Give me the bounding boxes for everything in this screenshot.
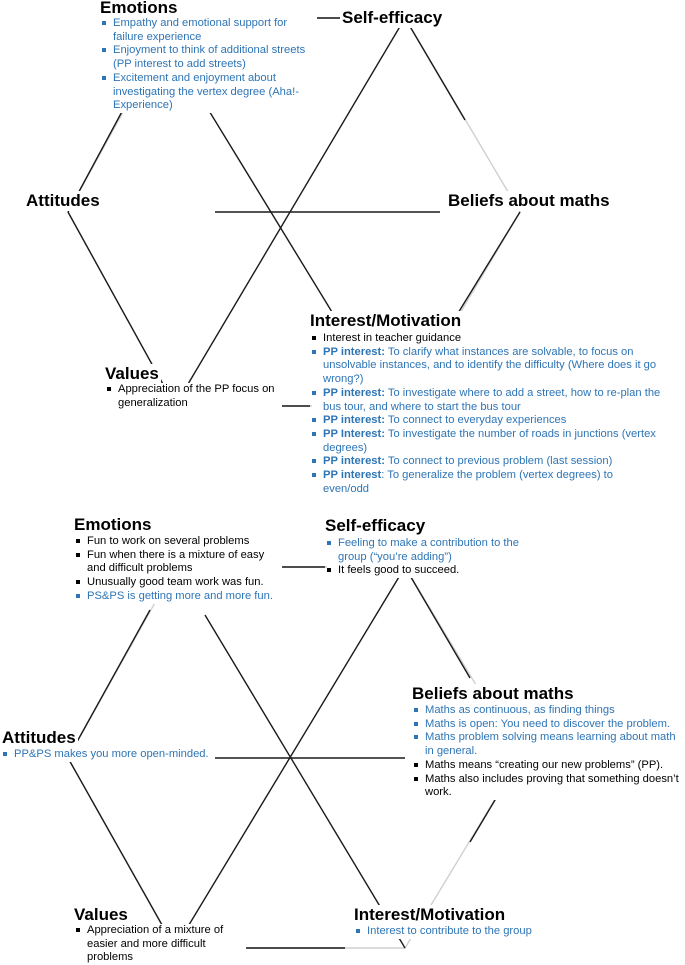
bottom-beliefs-item: Maths also includes proving that somethi… xyxy=(414,773,684,800)
pp-interest-label: PP interest: xyxy=(323,414,385,427)
pp-interest-label: PP interest: xyxy=(323,455,385,468)
pp-interest-label: PP Interest: xyxy=(323,427,385,440)
bottom-self-efficacy-list: Feeling to make a contribution to the gr… xyxy=(327,537,527,579)
top-values-item: Appreciation of the PP focus on generali… xyxy=(107,383,282,410)
top-beliefs-title: Beliefs about maths xyxy=(446,191,612,211)
top-emotions-list: Empathy and emotional support for failur… xyxy=(102,17,317,113)
pp-interest-label: PP interest: xyxy=(323,386,385,399)
bottom-values-list: Appreciation of a mixture of easier and … xyxy=(76,924,246,965)
bottom-emotions-item: Unusually good team work was fun. xyxy=(76,576,282,590)
bottom-self-efficacy-title: Self-efficacy xyxy=(323,516,428,536)
top-emotions-item: Excitement and enjoyment about investiga… xyxy=(102,72,317,113)
top-interest-item: PP interest: To generalize the problem (… xyxy=(312,469,662,496)
pp-interest-label: PP interest xyxy=(323,469,382,482)
bottom-interest-title: Interest/Motivation xyxy=(352,905,508,925)
pp-interest-label: PP interest: xyxy=(323,345,385,358)
top-values-title: Values xyxy=(103,364,161,384)
top-interest-title: Interest/Motivation xyxy=(308,311,464,331)
bottom-left-lower-edge xyxy=(67,757,176,949)
top-values-list: Appreciation of the PP focus on generali… xyxy=(107,383,282,411)
bottom-top-right-edge xyxy=(404,566,471,679)
bottom-beliefs-title: Beliefs about maths xyxy=(410,684,576,704)
bottom-values-item: Appreciation of a mixture of easier and … xyxy=(76,924,246,965)
top-right-edge xyxy=(404,17,466,121)
pp-interest-text: To connect to everyday experiences xyxy=(384,414,567,427)
top-emotions-item: Enjoyment to think of additional streets… xyxy=(102,44,317,71)
top-interest-list: Interest in teacher guidance PP interest… xyxy=(312,332,662,497)
right-lower-edge xyxy=(454,211,521,319)
bottom-attitudes-list: PP&PS makes you more open-minded. xyxy=(3,748,213,762)
top-interest-item: PP interest: To clarify what instances a… xyxy=(312,346,662,387)
top-interest-item: PP interest: To connect to everyday expe… xyxy=(312,414,662,428)
bottom-beliefs-item: Maths is open: You need to discover the … xyxy=(414,718,684,732)
bottom-emotions-title: Emotions xyxy=(72,515,154,535)
top-interest-item: PP Interest: To investigate the number o… xyxy=(312,428,662,455)
top-interest-item: PP interest: To connect to previous prob… xyxy=(312,455,662,469)
pp-interest-text: To investigate the number of roads in ju… xyxy=(323,427,656,454)
top-interest-item: PP interest: To investigate where to add… xyxy=(312,387,662,414)
bottom-beliefs-item: Maths problem solving means learning abo… xyxy=(414,731,684,758)
top-emotions-item: Empathy and emotional support for failur… xyxy=(102,17,317,44)
pp-interest-text: : To generalize the problem (vertex degr… xyxy=(323,469,613,495)
bottom-attitudes-item: PP&PS makes you more open-minded. xyxy=(3,748,213,762)
pp-interest-text: To clarify what instances are solvable, … xyxy=(323,345,657,386)
bottom-emotions-item: PS&PS is getting more and more fun. xyxy=(76,590,282,604)
bottom-beliefs-item: Maths means “creating our new problems” … xyxy=(414,759,684,773)
bottom-self-efficacy-item: It feels good to succeed. xyxy=(327,564,527,578)
bottom-values-title: Values xyxy=(72,905,130,925)
bottom-emotions-item: Fun when there is a mixture of easy and … xyxy=(76,549,282,576)
bottom-beliefs-item: Maths as continuous, as finding things xyxy=(414,704,684,718)
bottom-self-efficacy-item: Feeling to make a contribution to the gr… xyxy=(327,537,527,564)
top-emotions-title: Emotions xyxy=(98,0,180,18)
bottom-interest-item: Interest to contribute to the group xyxy=(356,925,586,939)
pp-interest-text: To investigate where to add a street, ho… xyxy=(323,386,661,413)
bottom-emotions-list: Fun to work on several problems Fun when… xyxy=(76,535,282,604)
top-self-efficacy-title: Self-efficacy xyxy=(340,8,445,28)
top-attitudes-title: Attitudes xyxy=(24,191,102,211)
bottom-top-left-edge xyxy=(67,609,151,759)
pp-interest-text: To connect to previous problem (last ses… xyxy=(384,455,613,468)
top-interest-item: Interest in teacher guidance xyxy=(312,332,662,346)
bottom-diagonal-2 xyxy=(204,614,406,949)
bottom-emotions-item: Fun to work on several problems xyxy=(76,535,282,549)
diagonal-2 xyxy=(199,95,333,313)
bottom-interest-list: Interest to contribute to the group xyxy=(356,925,586,939)
bottom-beliefs-list: Maths as continuous, as finding things M… xyxy=(414,704,684,800)
bottom-attitudes-title: Attitudes xyxy=(0,728,78,748)
